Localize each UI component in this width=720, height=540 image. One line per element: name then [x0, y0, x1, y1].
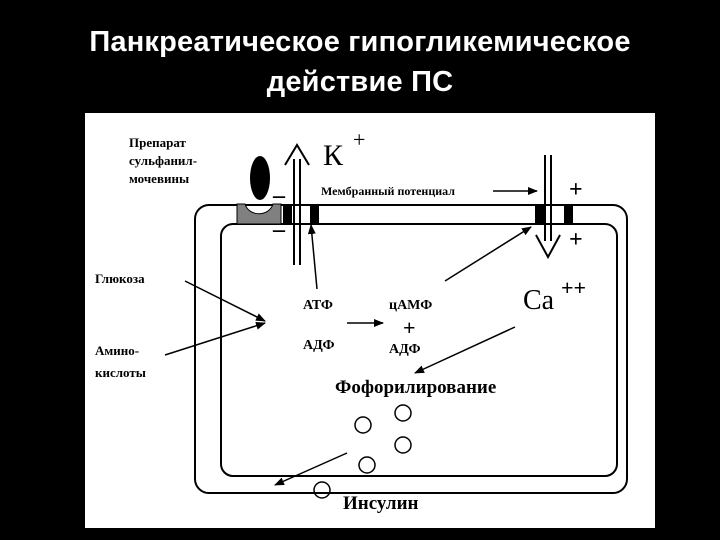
minus-sign-bottom: – [272, 217, 286, 243]
camp-label: цАМФ [389, 298, 432, 313]
insulin-granule [313, 481, 331, 499]
k-charge-label: + [353, 127, 365, 152]
slide-title-line-2: действие ПС [266, 66, 454, 98]
drug-molecule [250, 156, 270, 200]
camp-plus-label: + [403, 315, 416, 340]
adp-left-label: АДФ [303, 338, 335, 353]
cell-inner-membrane [220, 223, 618, 477]
slide-title: Панкреатическое гипогликемическое действ… [0, 22, 720, 102]
drug-label-line-2: сульфанил- [129, 153, 197, 168]
ca-phosphorylation-arrow [414, 326, 516, 374]
glucose-label: Глюкоза [95, 271, 145, 286]
amino-acid-arrow [164, 321, 266, 356]
insulin-label: Инсулин [343, 493, 419, 514]
k-ion-label: К [323, 139, 344, 172]
glucose-arrow [184, 280, 266, 322]
k-channel-left [283, 204, 292, 225]
insulin-granule [394, 404, 412, 422]
minus-sign-top: – [272, 183, 286, 209]
phosphorylation-label: Фофорилирование [335, 377, 496, 398]
plus-sign-outer: + [569, 177, 583, 203]
atp-label: АТФ [303, 298, 333, 313]
diagram-panel: Препарат сульфанил- мочевины К + Мембран… [85, 113, 655, 528]
insulin-granule [354, 416, 372, 434]
potential-ca-arrow [444, 226, 532, 282]
amino-acid-label-line-2: кислоты [95, 365, 146, 380]
receptor-shape [236, 203, 282, 225]
ca-charge-label: ++ [561, 275, 586, 300]
cell-outer-membrane [194, 204, 628, 494]
insulin-granule [358, 456, 376, 474]
k-channel-right [310, 204, 319, 225]
cell-diagram: Препарат сульфанил- мочевины К + Мембран… [95, 127, 628, 514]
ca-channel-right [564, 204, 573, 225]
atp-channel-arrow [307, 224, 318, 290]
insulin-exit-arrow [274, 452, 348, 486]
drug-label-line-1: Препарат [129, 135, 186, 150]
drug-label-line-3: мочевины [129, 171, 189, 186]
slide-title-line-1: Панкреатическое гипогликемическое [89, 26, 631, 58]
amino-acid-label-line-1: Амино- [95, 343, 139, 358]
plus-sign-inner: + [569, 227, 583, 253]
ca-ion-label: Са [523, 285, 555, 316]
ca-channel-left [535, 204, 544, 225]
adp-right-label: АДФ [389, 342, 421, 357]
membrane-potential-label: Мембранный потенциал [321, 184, 455, 198]
insulin-granule [394, 436, 412, 454]
